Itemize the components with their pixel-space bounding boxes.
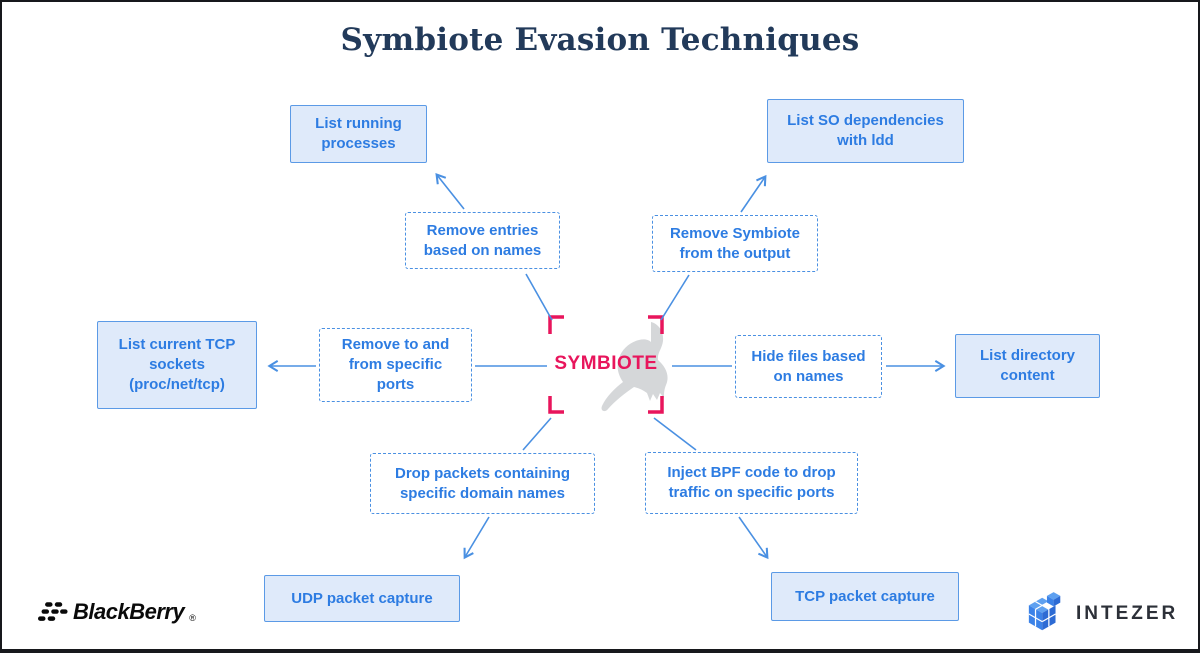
method-box-hide-files: Hide files based on names bbox=[735, 335, 882, 398]
outcome-box-tcp-packet-capture: TCP packet capture bbox=[771, 572, 959, 621]
intezer-cube-icon bbox=[1028, 592, 1061, 631]
outcome-box-list-directory-content: List directory content bbox=[955, 334, 1100, 398]
method-box-remove-entries: Remove entries based on names bbox=[405, 212, 560, 269]
blackberry-glyph-icon bbox=[38, 602, 68, 621]
blackberry-wordmark: BlackBerry bbox=[73, 599, 185, 624]
page-title: Symbiote Evasion Techniques bbox=[340, 22, 860, 58]
method-box-inject-bpf: Inject BPF code to drop traffic on speci… bbox=[645, 452, 858, 514]
registered-trademark-symbol: ® bbox=[189, 613, 196, 623]
symbiote-center-label: SYMBIOTE bbox=[554, 353, 658, 374]
method-box-remove-from-output: Remove Symbiote from the output bbox=[652, 215, 818, 272]
outcome-box-list-running-processes: List running processes bbox=[290, 105, 427, 163]
intezer-logo: INTEZER bbox=[1026, 591, 1178, 637]
outcome-box-udp-packet-capture: UDP packet capture bbox=[264, 575, 460, 622]
outcome-box-list-tcp-sockets: List current TCP sockets (proc/net/tcp) bbox=[97, 321, 257, 409]
method-box-remove-ports: Remove to and from specific ports bbox=[319, 328, 472, 402]
blackberry-logo: BlackBerry ® bbox=[38, 599, 196, 625]
outcome-box-list-so-dependencies: List SO dependencies with ldd bbox=[767, 99, 964, 163]
method-box-drop-packets: Drop packets containing specific domain … bbox=[370, 453, 595, 514]
intezer-wordmark: INTEZER bbox=[1076, 603, 1179, 624]
